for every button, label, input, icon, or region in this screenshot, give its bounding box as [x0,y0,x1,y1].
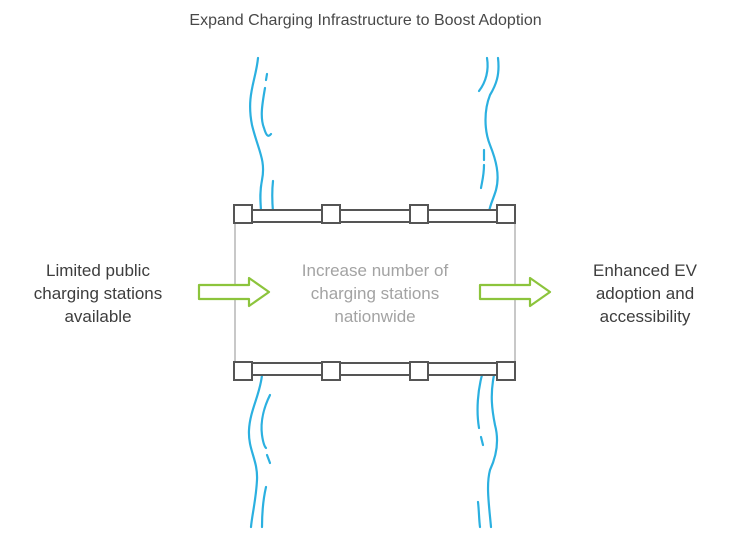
stream-top-right [477,56,500,214]
wavy-water-line-icon [479,435,485,447]
bridge-post [321,361,341,381]
wavy-water-line-icon [484,56,500,214]
diagram-title: Expand Charging Infrastructure to Boost … [189,12,542,29]
output-line: accessibility [599,307,691,326]
stream-bottom-left [247,373,272,529]
wavy-water-line-icon [264,72,269,82]
process-line: nationwide [334,307,416,326]
stream-bottom-right [476,373,499,529]
bridge-post [496,361,516,381]
bridge-post [321,204,341,224]
output-label: Enhanced EV adoption and accessibility [560,259,730,328]
arrow-right-outline-icon [197,276,271,308]
bridge-top-rail [242,209,508,223]
wavy-water-line-icon [249,56,265,214]
wavy-water-line-icon [265,453,272,465]
wavy-water-line-icon [247,373,264,529]
process-label: Increase number of charging stations nat… [270,259,480,328]
bridge-frame-icon [233,204,516,381]
process-line: charging stations [310,284,440,303]
bridge-bottom-rail [242,362,508,376]
wavy-water-line-icon [486,373,499,529]
bridge-post [496,204,516,224]
wavy-water-line-icon [260,86,273,137]
wavy-water-line-icon [476,500,482,529]
stream-top-left [249,56,275,214]
bridge-post [233,361,253,381]
wavy-water-line-icon [476,373,484,430]
bridge-post [409,361,429,381]
arrow-right-outline-icon [478,276,552,308]
bridge-post [233,204,253,224]
process-line: Increase number of [301,261,449,280]
wavy-water-line-icon [271,179,275,214]
wavy-water-line-icon [479,163,486,190]
wavy-water-line-icon [477,56,489,93]
input-line: charging stations [33,284,163,303]
input-label: Limited public charging stations availab… [14,259,182,328]
output-line: Enhanced EV [593,261,697,280]
input-line: available [64,307,132,326]
output-line: adoption and [595,284,695,303]
bridge-post [409,204,429,224]
input-line: Limited public [46,261,150,280]
wavy-water-line-icon [260,485,268,529]
wavy-water-line-icon [260,393,272,450]
